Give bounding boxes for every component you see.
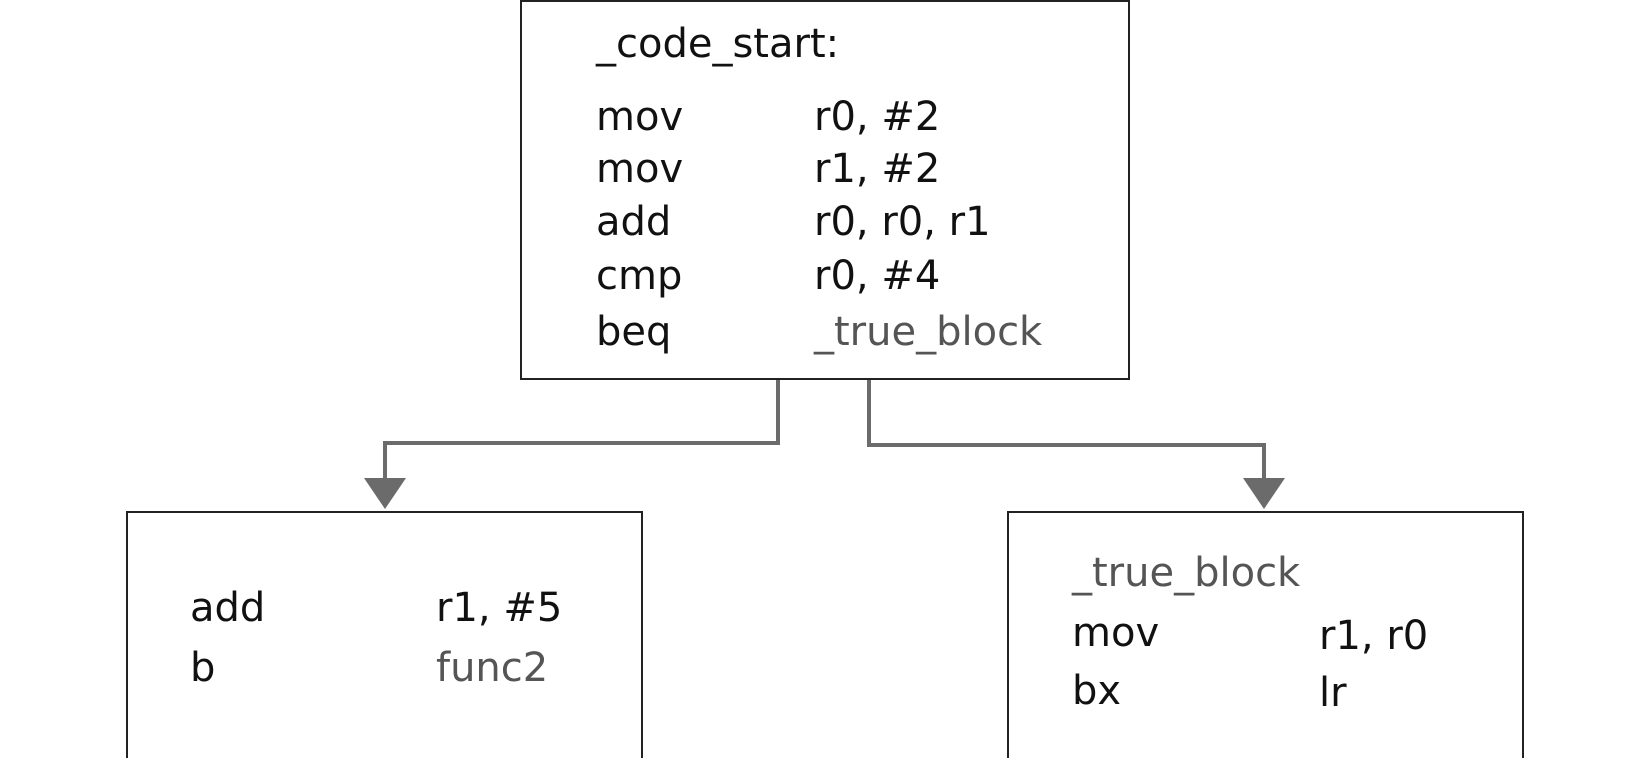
edge-to-true-branch (867, 380, 1266, 480)
instruction-op: mov (596, 94, 684, 140)
instruction-args: r1, #5 (436, 585, 563, 631)
block-false-branch: add r1, #5 b func2 (126, 511, 643, 758)
block-label: _true_block (1072, 550, 1301, 596)
instruction-op: mov (596, 146, 684, 192)
instruction-op: bx (1072, 668, 1122, 714)
arrowhead-true-branch (1243, 478, 1285, 509)
instruction-args: r1, #2 (814, 146, 941, 192)
block-true-branch: _true_block mov r1, r0 bx lr (1007, 511, 1524, 758)
instruction-op: beq (596, 309, 672, 355)
arrowhead-false-branch (364, 478, 406, 509)
instruction-args: r0, #4 (814, 253, 941, 299)
instruction-args: r0, #2 (814, 94, 941, 140)
instruction-args: lr (1319, 670, 1347, 716)
instruction-op: add (190, 585, 266, 631)
block-label: _code_start: (596, 21, 840, 67)
instruction-op: add (596, 199, 672, 245)
instruction-args: r1, r0 (1319, 613, 1429, 659)
instruction-args-label-ref: func2 (436, 645, 549, 691)
instruction-args: r0, r0, r1 (814, 199, 991, 245)
block-code-start: _code_start: mov r0, #2 mov r1, #2 add r… (520, 0, 1130, 380)
instruction-op: cmp (596, 253, 683, 299)
instruction-op: mov (1072, 610, 1160, 656)
instruction-args-label-ref: _true_block (814, 309, 1043, 355)
instruction-op: b (190, 645, 216, 691)
edge-to-false-branch (383, 380, 780, 480)
